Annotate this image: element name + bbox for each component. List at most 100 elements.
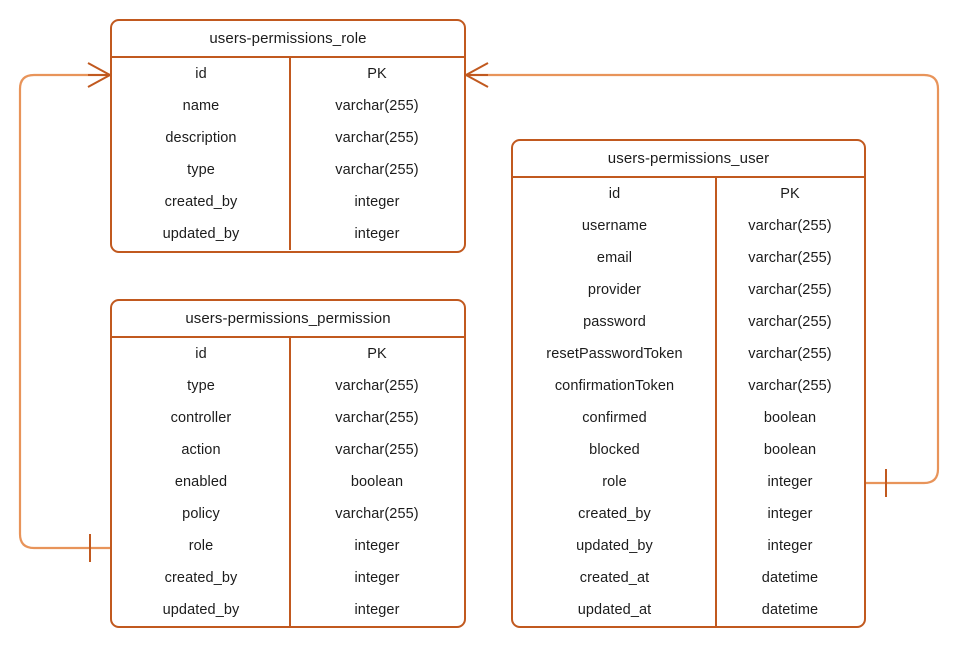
field-name: confirmed	[582, 410, 647, 426]
table-row[interactable]: updated_by integer	[112, 594, 464, 626]
field-name: enabled	[174, 474, 228, 490]
field-type: datetime	[761, 602, 819, 618]
field-name: username	[581, 218, 648, 234]
table-row[interactable]: enabled boolean	[112, 466, 464, 498]
field-type: varchar(255)	[335, 162, 419, 178]
table-row[interactable]: confirmed boolean	[513, 402, 864, 434]
table-row[interactable]: role integer	[513, 466, 864, 498]
field-name: blocked	[589, 442, 640, 458]
entity-title-role: users-permissions_role	[112, 21, 464, 58]
table-row[interactable]: blocked boolean	[513, 434, 864, 466]
field-name: created_by	[164, 570, 238, 586]
table-row[interactable]: id PK	[112, 58, 464, 90]
field-type: integer	[354, 194, 400, 210]
field-type: varchar(255)	[335, 98, 419, 114]
field-name: id	[195, 66, 207, 82]
field-type: varchar(255)	[748, 378, 832, 394]
field-name: role	[602, 474, 627, 490]
table-row[interactable]: updated_at datetime	[513, 594, 864, 626]
field-type: varchar(255)	[335, 410, 419, 426]
field-name: resetPasswordToken	[546, 346, 683, 362]
table-row[interactable]: confirmationToken varchar(255)	[513, 370, 864, 402]
relationship-role-permission-line	[18, 73, 110, 550]
field-name: updated_at	[577, 602, 652, 618]
field-name: created_at	[579, 570, 650, 586]
field-name: updated_by	[162, 226, 240, 242]
entity-table-role[interactable]: users-permissions_role id PK name varcha…	[110, 19, 466, 253]
table-row[interactable]: type varchar(255)	[112, 154, 464, 186]
field-type: varchar(255)	[748, 282, 832, 298]
field-type: integer	[767, 538, 813, 554]
field-name: id	[608, 186, 621, 202]
table-row[interactable]: type varchar(255)	[112, 370, 464, 402]
table-row[interactable]: description varchar(255)	[112, 122, 464, 154]
entity-title-user: users-permissions_user	[513, 141, 864, 178]
table-row[interactable]: provider varchar(255)	[513, 274, 864, 306]
table-row[interactable]: created_by integer	[112, 562, 464, 594]
entity-title-permission: users-permissions_permission	[112, 301, 464, 338]
field-type: varchar(255)	[748, 218, 832, 234]
field-type: varchar(255)	[335, 130, 419, 146]
field-name: controller	[170, 410, 232, 426]
field-type: integer	[354, 538, 400, 554]
table-row[interactable]: policy varchar(255)	[112, 498, 464, 530]
field-type: boolean	[763, 442, 817, 458]
entity-table-permission[interactable]: users-permissions_permission id PK type …	[110, 299, 466, 628]
table-row[interactable]: created_by integer	[112, 186, 464, 218]
crows-foot-icon-role-right	[465, 62, 489, 88]
field-type: PK	[367, 66, 387, 82]
table-row[interactable]: id PK	[513, 178, 864, 210]
field-name: role	[188, 538, 214, 554]
field-type: integer	[354, 570, 400, 586]
field-type: varchar(255)	[748, 346, 832, 362]
table-row[interactable]: password varchar(255)	[513, 306, 864, 338]
field-name: description	[165, 130, 237, 146]
field-type: integer	[767, 474, 813, 490]
field-type: boolean	[350, 474, 404, 490]
field-name: created_by	[164, 194, 238, 210]
field-name: password	[583, 314, 646, 330]
field-type: integer	[354, 602, 400, 618]
entity-table-user[interactable]: users-permissions_user id PK username va…	[511, 139, 866, 628]
field-name: action	[181, 442, 221, 458]
field-name: created_by	[578, 506, 651, 522]
table-row[interactable]: email varchar(255)	[513, 242, 864, 274]
table-row[interactable]: controller varchar(255)	[112, 402, 464, 434]
table-row[interactable]: resetPasswordToken varchar(255)	[513, 338, 864, 370]
crows-foot-icon-role-left	[87, 62, 111, 88]
field-type: varchar(255)	[335, 378, 419, 394]
field-name: updated_by	[162, 602, 240, 618]
relationship-role-permission	[18, 62, 111, 562]
field-type: varchar(255)	[748, 250, 832, 266]
table-row[interactable]: username varchar(255)	[513, 210, 864, 242]
table-row[interactable]: updated_by integer	[513, 530, 864, 562]
field-name: id	[195, 346, 207, 362]
field-type: datetime	[761, 570, 819, 586]
entity-field-list-role: id PK name varchar(255) description varc…	[112, 58, 464, 250]
field-name: name	[182, 98, 220, 114]
field-type: boolean	[763, 410, 817, 426]
field-type: varchar(255)	[335, 506, 419, 522]
field-type: PK	[367, 346, 387, 362]
field-type: integer	[767, 506, 813, 522]
table-row[interactable]: name varchar(255)	[112, 90, 464, 122]
field-type: varchar(255)	[335, 442, 419, 458]
field-name: policy	[182, 506, 220, 522]
table-row[interactable]: action varchar(255)	[112, 434, 464, 466]
field-name: type	[187, 162, 215, 178]
field-name: provider	[587, 282, 642, 298]
table-row[interactable]: created_at datetime	[513, 562, 864, 594]
table-row[interactable]: updated_by integer	[112, 218, 464, 250]
field-name: email	[596, 250, 633, 266]
field-name: type	[187, 378, 215, 394]
field-type: varchar(255)	[748, 314, 832, 330]
field-type: PK	[780, 186, 800, 202]
table-row[interactable]: role integer	[112, 530, 464, 562]
field-type: integer	[354, 226, 400, 242]
field-name: updated_by	[576, 538, 653, 554]
table-row[interactable]: id PK	[112, 338, 464, 370]
table-row[interactable]: created_by integer	[513, 498, 864, 530]
field-name: confirmationToken	[554, 378, 675, 394]
entity-field-list-user: id PK username varchar(255) email varcha…	[513, 178, 864, 626]
